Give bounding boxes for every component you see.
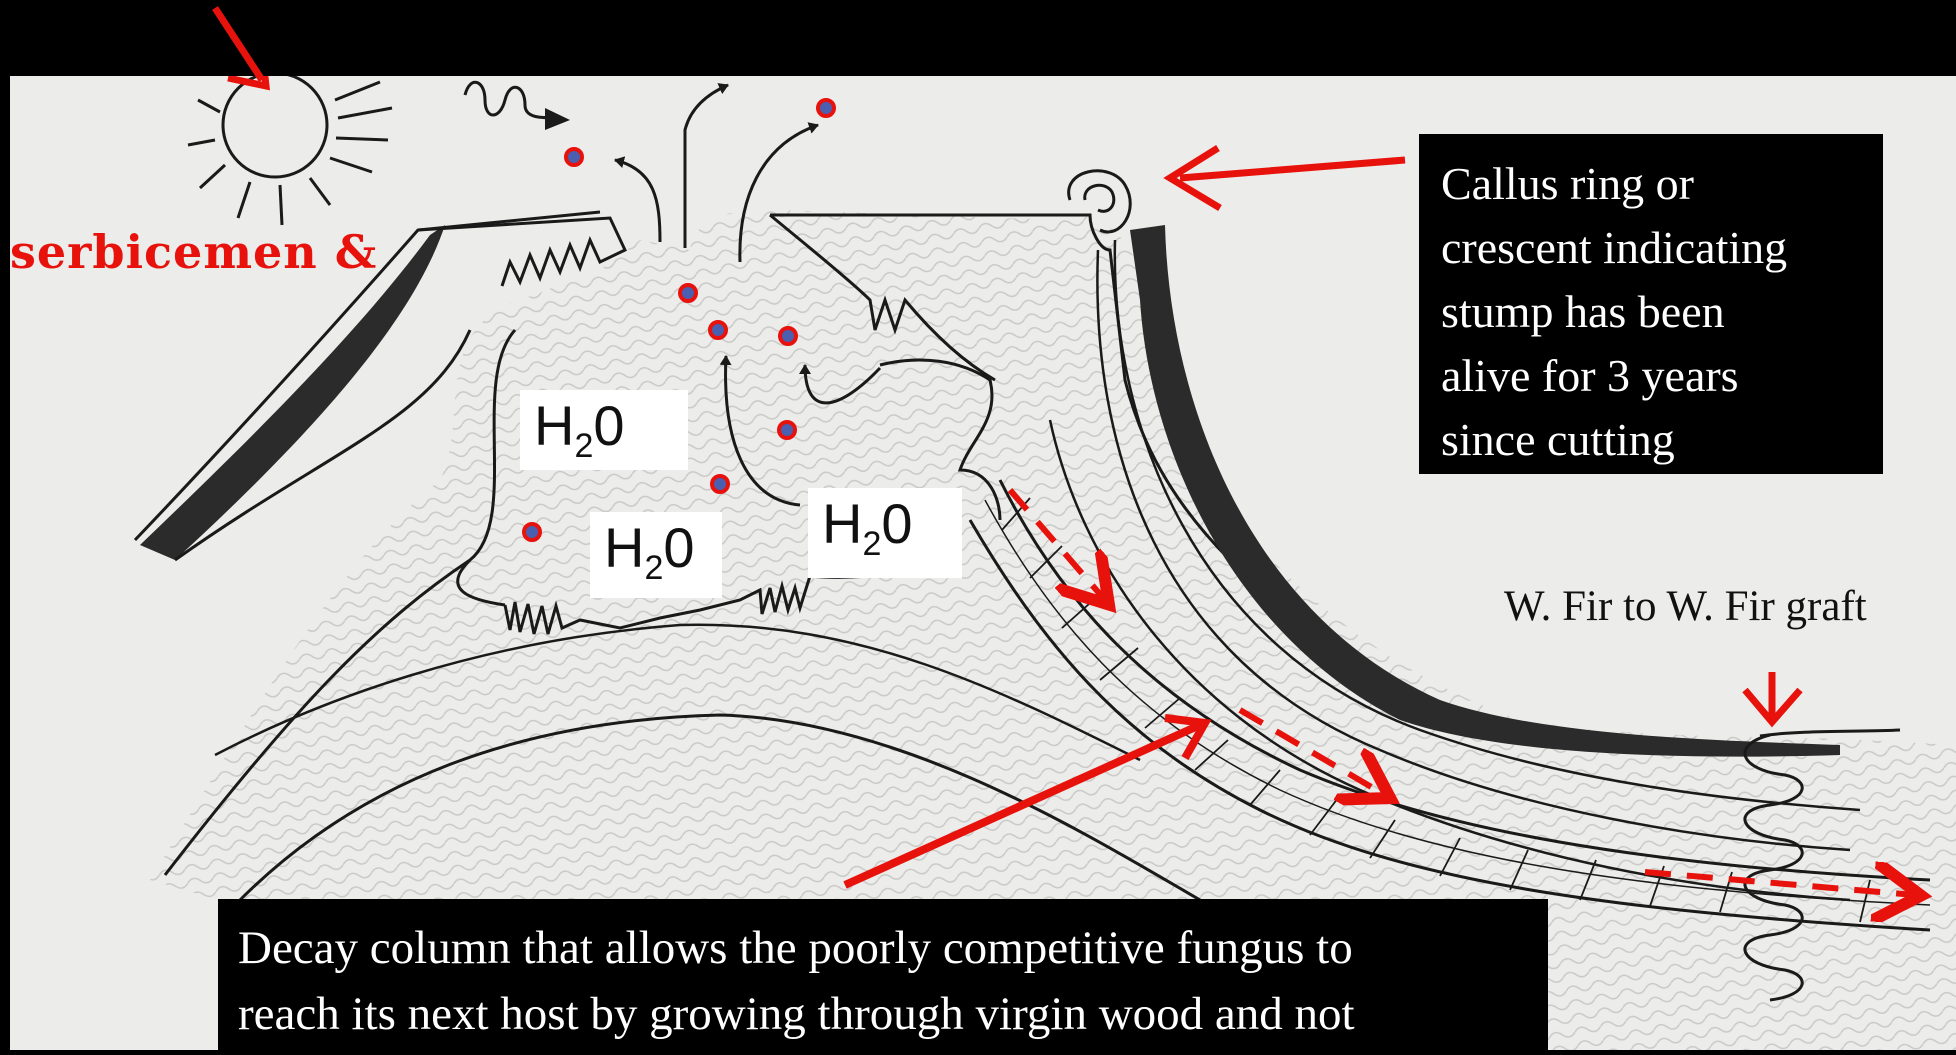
left-black-edge [0, 76, 10, 1050]
water-label-o: 0 [663, 516, 694, 579]
caption-line: since cutting [1441, 408, 1861, 472]
water-label-h: H [604, 516, 644, 579]
spore-dot [566, 149, 582, 165]
graft-caption: W. Fir to W. Fir graft [1504, 582, 1867, 631]
decay-column-caption: Decay column that allows the poorly comp… [218, 899, 1548, 1050]
spore-dot [780, 328, 796, 344]
spore-dot [680, 285, 696, 301]
spore-dot [712, 476, 728, 492]
caption-line: stump has been [1441, 280, 1861, 344]
caption-line: Decay column that allows the poorly comp… [238, 915, 1528, 981]
spore-dot [818, 100, 834, 116]
water-label-o: 0 [593, 394, 624, 457]
fraktur-text-fragment: serbicemen & [10, 225, 377, 279]
callus-ring-caption: Callus ring or crescent indicating stump… [1419, 134, 1883, 474]
water-label-sub: 2 [574, 427, 593, 465]
water-label: H20 [808, 488, 962, 578]
spore-dot [710, 322, 726, 338]
water-label: H20 [520, 390, 688, 470]
spore-dot [779, 422, 795, 438]
spore-dot [524, 524, 540, 540]
caption-line: Callus ring or [1441, 152, 1861, 216]
water-label: H20 [590, 512, 722, 598]
caption-line: crescent indicating [1441, 216, 1861, 280]
water-label-h: H [822, 492, 862, 555]
top-black-band [0, 0, 1956, 76]
caption-line: reach its next host by growing through v… [238, 981, 1528, 1047]
water-label-o: 0 [881, 492, 912, 555]
water-label-h: H [534, 394, 574, 457]
water-label-sub: 2 [862, 525, 881, 563]
water-label-sub: 2 [644, 549, 663, 587]
caption-line: alive for 3 years [1441, 344, 1861, 408]
